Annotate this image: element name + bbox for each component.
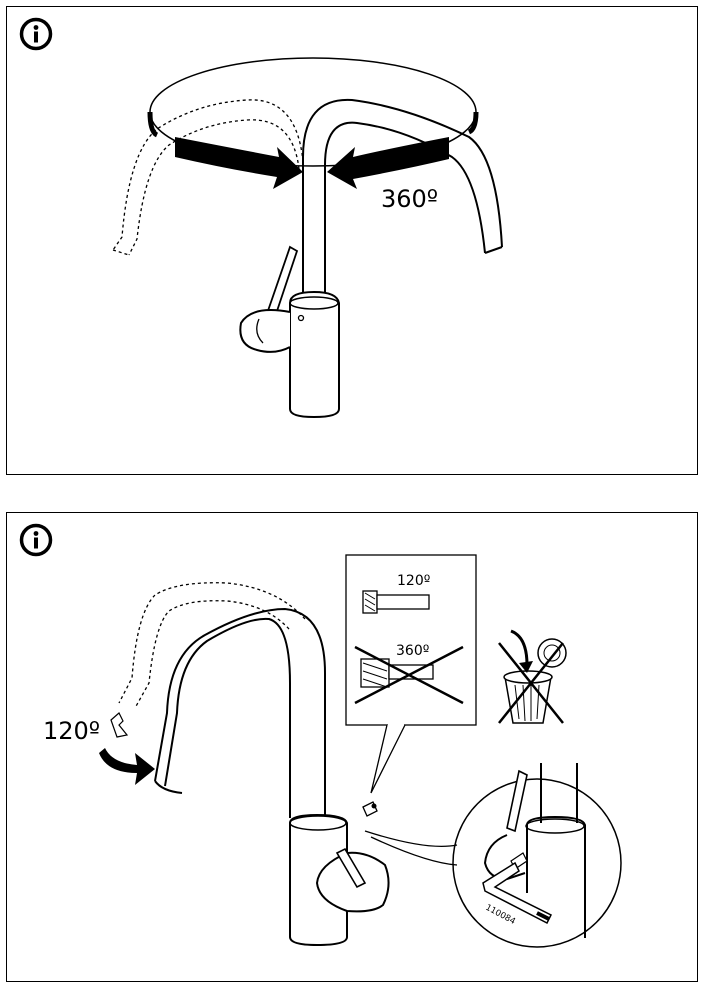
info-circle-icon — [19, 523, 53, 557]
screw-instruction-callout: 120º 360º — [345, 554, 477, 794]
screw-short-thread-icon — [362, 590, 430, 614]
faucet-rotation-120-illustration: 120º 120º — [43, 554, 622, 948]
rotation-label-120: 120º — [43, 717, 100, 745]
detail-magnifier: 110084 — [364, 763, 622, 948]
rotate-arrow-right-icon — [327, 137, 449, 189]
callout-allowed-label: 120º — [397, 573, 430, 589]
hex-key-icon — [482, 861, 553, 925]
callout-forbidden-label: 360º — [396, 643, 429, 659]
info-circle-icon — [19, 17, 53, 51]
forbidden-cross-icon — [354, 645, 464, 705]
rotate-arrow-icon — [99, 748, 155, 785]
rotate-arrow-left-icon — [175, 137, 303, 189]
rotation-hint-arrow-icon — [110, 712, 129, 738]
trash-can-icon — [498, 629, 567, 724]
grub-screw-icon — [362, 801, 378, 817]
faucet-rotation-360-illustration: 360º — [112, 57, 503, 419]
top-instruction-panel: 360º — [6, 6, 698, 475]
rotation-label-360: 360º — [381, 185, 438, 213]
bottom-instruction-panel: 120º 120º — [6, 512, 698, 982]
